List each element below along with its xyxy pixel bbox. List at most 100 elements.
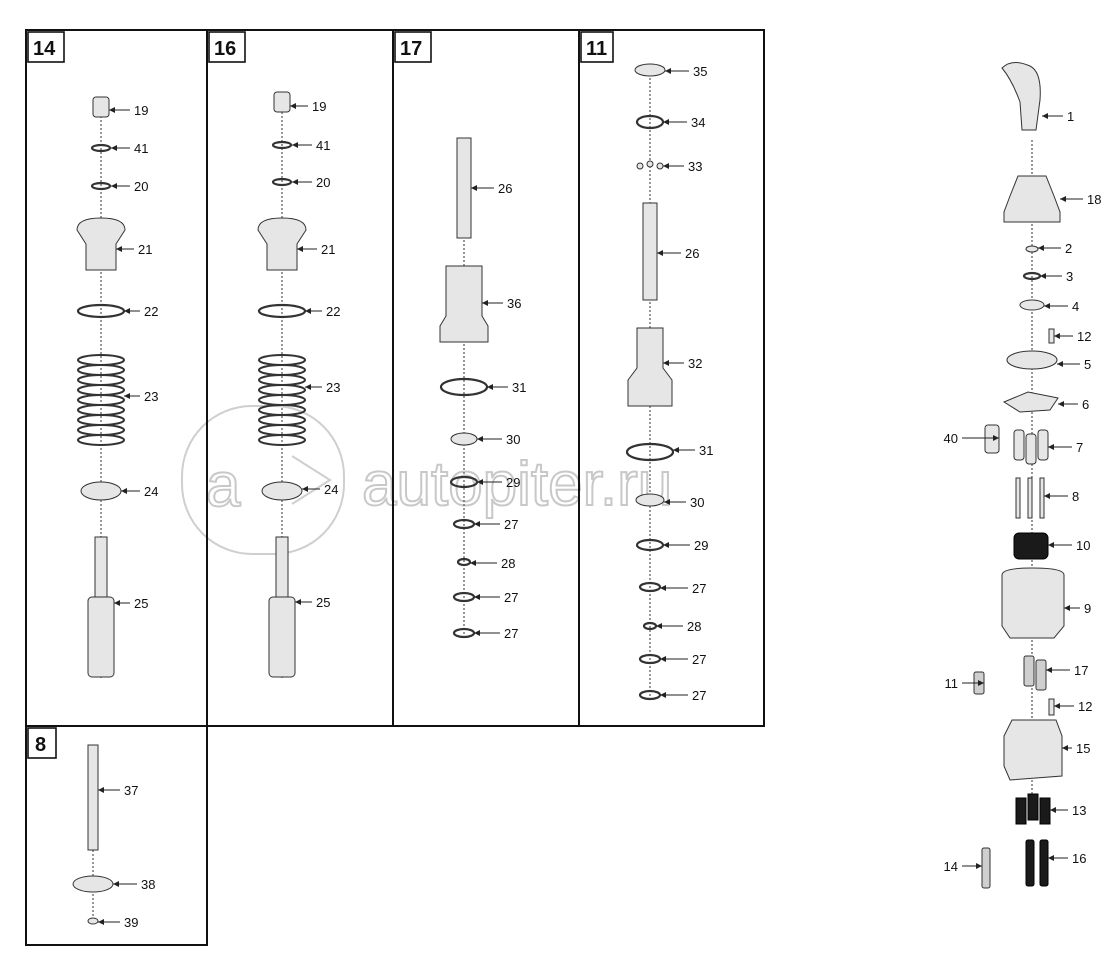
- callout-label-main-7: 6: [1082, 397, 1089, 412]
- panel-14-parts: [76, 96, 126, 680]
- callout-arrow-icon-p14-0: [109, 107, 115, 113]
- callout-arrow-icon-p8-2: [98, 919, 104, 925]
- callout-arrow-icon-main-2: [1038, 245, 1044, 251]
- callout-arrow-icon-main-7: [1058, 401, 1064, 407]
- callout-arrow-icon-p14-3: [116, 246, 122, 252]
- callout-arrow-icon-p14-4: [124, 308, 130, 314]
- callout-arrow-icon-p11-6: [664, 499, 670, 505]
- callout-label-p17-2: 31: [512, 380, 526, 395]
- callout-arrow-icon-p16-6: [302, 486, 308, 492]
- callout-label-main-16: 15: [1076, 741, 1090, 756]
- callout-label-main-12: 9: [1084, 601, 1091, 616]
- callout-arrow-icon-p11-11: [660, 692, 666, 698]
- callout-label-main-0: 1: [1067, 109, 1074, 124]
- panel-11-tag: 11: [580, 31, 614, 63]
- callout-label-p11-7: 29: [694, 538, 708, 553]
- callout-label-p11-1: 34: [691, 115, 705, 130]
- p8-part-38: [72, 875, 114, 893]
- callout-label-p17-4: 29: [506, 475, 520, 490]
- panel-14-number: 14: [33, 38, 56, 60]
- callout-label-main-3: 3: [1066, 269, 1073, 284]
- callout-arrow-icon-p17-5: [474, 521, 480, 527]
- p17-part-26: [456, 137, 472, 239]
- p17-part-30: [450, 432, 478, 446]
- p16-part-41: [271, 140, 293, 150]
- callout-label-main-19: 16: [1072, 851, 1086, 866]
- callout-arrow-icon-main-9: [1048, 444, 1054, 450]
- watermark-text: autopiter.ru: [362, 450, 672, 519]
- callout-arrow-icon-main-5: [1054, 333, 1060, 339]
- callout-arrow-icon-p11-5: [673, 447, 679, 453]
- callout-label-p17-3: 30: [506, 432, 520, 447]
- main-part-14: [981, 847, 991, 889]
- p11-part-32: [627, 327, 673, 407]
- callout-arrow-icon-p11-2: [663, 163, 669, 169]
- callout-label-p11-10: 27: [692, 652, 706, 667]
- main-part-9: [1001, 567, 1065, 639]
- callout-arrow-icon-main-16: [1062, 745, 1068, 751]
- callout-label-p11-11: 27: [692, 688, 706, 703]
- main-part-2: [1025, 245, 1039, 253]
- callout-label-p11-5: 31: [699, 443, 713, 458]
- callout-arrow-icon-p17-8: [474, 630, 480, 636]
- callout-arrow-icon-p8-1: [113, 881, 119, 887]
- p16-part-21: [257, 217, 307, 271]
- callout-arrow-icon-p14-6: [121, 488, 127, 494]
- callout-label-main-14: 17: [1074, 663, 1088, 678]
- callout-arrow-icon-p11-0: [665, 68, 671, 74]
- p11-part-35: [634, 63, 666, 77]
- p14-part-23: [77, 354, 125, 446]
- callout-label-p11-3: 26: [685, 246, 699, 261]
- callout-arrow-icon-main-17: [1050, 807, 1056, 813]
- callout-label-p17-0: 26: [498, 181, 512, 196]
- p11-part-33: [636, 160, 664, 170]
- callout-label-p17-7: 27: [504, 590, 518, 605]
- callout-label-main-13: 11: [945, 676, 959, 691]
- callout-arrow-icon-main-11: [1048, 542, 1054, 548]
- main-part-16: [1025, 839, 1049, 887]
- main-part-13: [1015, 793, 1051, 825]
- p14-part-25: [87, 536, 115, 678]
- main-part-17: [1023, 655, 1047, 691]
- main-assembly-parts: [973, 62, 1065, 889]
- watermark: a autopiter.ru: [181, 405, 673, 555]
- callout-arrow-icon-p17-1: [482, 300, 488, 306]
- callout-label-p11-8: 27: [692, 581, 706, 596]
- main-part-12a: [1048, 328, 1055, 344]
- callout-arrow-icon-p11-9: [656, 623, 662, 629]
- callouts: 1941202122232425194120212223242526363130…: [98, 64, 1101, 930]
- callout-label-p16-5: 23: [326, 380, 340, 395]
- main-part-10: [1013, 532, 1049, 560]
- callout-label-p16-1: 41: [316, 138, 330, 153]
- callout-label-main-2: 2: [1065, 241, 1072, 256]
- main-part-15: [1003, 719, 1063, 781]
- callout-label-p17-8: 27: [504, 626, 518, 641]
- callout-label-p17-5: 27: [504, 517, 518, 532]
- callout-arrow-icon-p16-1: [292, 142, 298, 148]
- callout-label-main-4: 4: [1072, 299, 1079, 314]
- p17-part-36: [439, 265, 489, 343]
- panel-8-number: 8: [35, 734, 46, 756]
- panel-8-parts: [72, 744, 114, 925]
- callout-arrow-icon-main-8: [993, 435, 999, 441]
- callout-arrow-icon-p14-1: [111, 145, 117, 151]
- callout-label-main-1: 18: [1087, 192, 1101, 207]
- panel-11-number: 11: [586, 38, 607, 60]
- main-part-7: [1013, 429, 1049, 465]
- callout-arrow-icon-main-3: [1040, 273, 1046, 279]
- callout-label-p11-9: 28: [687, 619, 701, 634]
- callout-label-p14-4: 22: [144, 304, 158, 319]
- callout-label-p8-0: 37: [124, 783, 138, 798]
- callout-arrow-icon-p16-0: [290, 103, 296, 109]
- callout-label-main-11: 10: [1076, 538, 1090, 553]
- p11-part-30: [635, 493, 665, 507]
- panel-17-tag: 17: [394, 31, 432, 63]
- callout-arrow-icon-p16-3: [297, 246, 303, 252]
- callout-label-main-18: 14: [944, 859, 958, 874]
- p14-part-24: [80, 481, 122, 501]
- callout-arrow-icon-p17-3: [477, 436, 483, 442]
- callout-label-p14-7: 25: [134, 596, 148, 611]
- p16-part-19: [273, 91, 291, 113]
- panel-16-number: 16: [214, 38, 236, 60]
